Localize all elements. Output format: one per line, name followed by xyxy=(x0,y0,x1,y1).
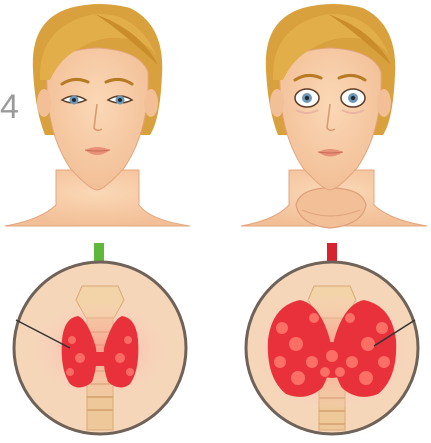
ear-left xyxy=(270,89,284,117)
ear-left xyxy=(37,89,51,117)
ear-right xyxy=(144,89,158,117)
face-normal xyxy=(5,4,190,226)
face-enlarged xyxy=(241,4,427,228)
face-shape xyxy=(47,48,148,190)
face-shape xyxy=(280,48,381,190)
thyroid-isthmus xyxy=(90,352,110,366)
thyroid-normal xyxy=(14,262,186,434)
ear-right xyxy=(377,89,391,117)
thyroid-enlarged xyxy=(246,262,418,434)
